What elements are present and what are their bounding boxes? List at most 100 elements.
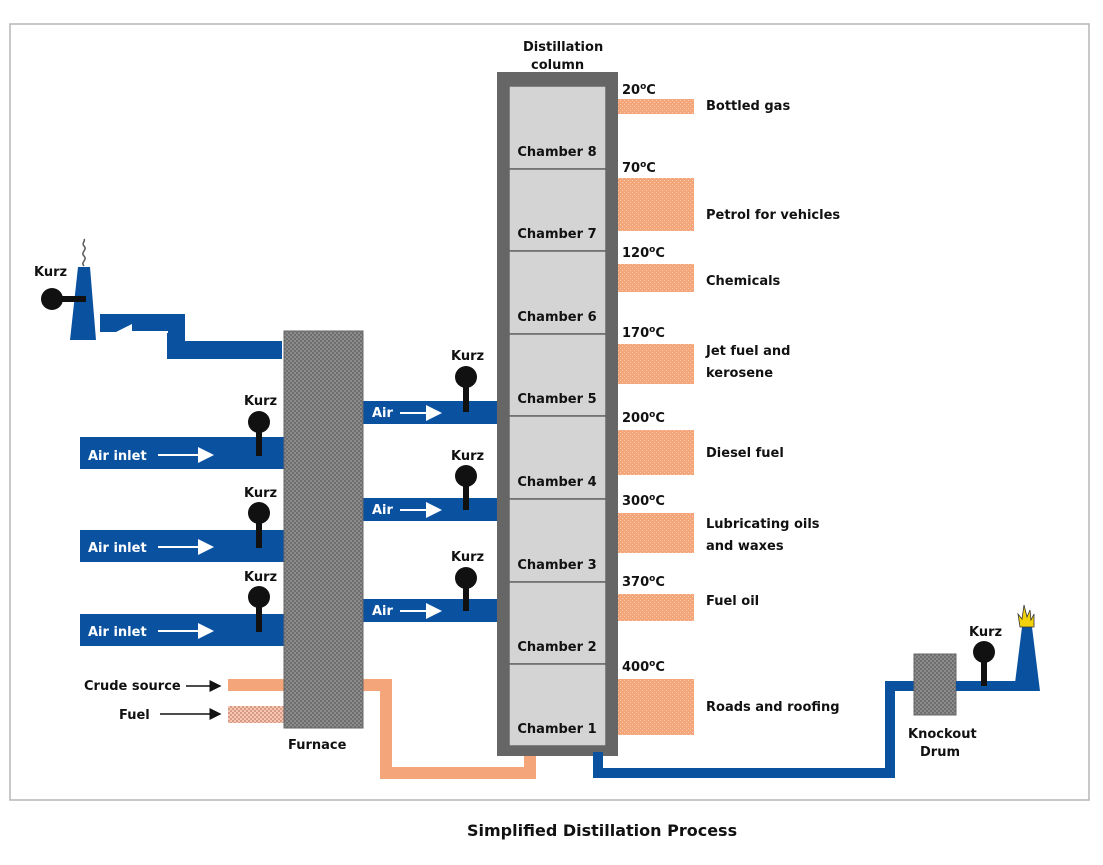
air-inlet-label: Air inlet	[88, 541, 147, 556]
kurz-sensor	[248, 502, 270, 524]
kurz-label: Kurz	[244, 570, 277, 585]
kurz-sensor	[455, 465, 477, 487]
temperature-unit: C	[655, 246, 665, 261]
air-inlets: Air inlet Air inlet Air inlet Kurz Kurz …	[80, 394, 285, 646]
chamber-label: Chamber 4	[517, 475, 596, 490]
exhaust-stack	[70, 267, 96, 340]
temperature-label: 400oC	[622, 659, 665, 675]
temperature-value: 400	[622, 660, 649, 675]
residue-pipe	[593, 681, 914, 778]
product-label: Bottled gas	[706, 99, 790, 114]
temperature-value: 200	[622, 411, 649, 426]
temperature-unit: C	[655, 660, 665, 675]
product-pipe	[618, 264, 694, 292]
product-label: Lubricating oils	[706, 517, 820, 532]
air-label: Air	[372, 604, 394, 619]
furnace-label: Furnace	[288, 738, 347, 753]
temperature-unit: C	[646, 161, 656, 176]
product-label: Fuel oil	[706, 594, 759, 609]
chamber-label: Chamber 5	[517, 392, 596, 407]
air-inlet-pipe	[80, 437, 285, 469]
temperature-value: 70	[622, 161, 640, 176]
column-label-line2: column	[531, 58, 584, 73]
knockout-drum	[913, 653, 957, 716]
temperature-value: 20	[622, 83, 640, 98]
kurz-label: Kurz	[969, 625, 1002, 640]
crude-pipe	[228, 679, 286, 691]
degree-superscript: o	[649, 245, 655, 255]
product-pipe	[618, 513, 694, 553]
temperature-label: 70oC	[622, 160, 656, 176]
kurz-label: Kurz	[244, 394, 277, 409]
product-pipe	[618, 679, 694, 735]
product-label: Petrol for vehicles	[706, 208, 840, 223]
kurz-sensor	[455, 567, 477, 589]
kurz-label: Kurz	[451, 449, 484, 464]
degree-superscript: o	[649, 410, 655, 420]
knockout-label-line2: Drum	[920, 745, 960, 760]
degree-superscript: o	[640, 160, 646, 170]
chamber-5	[508, 333, 607, 417]
kurz-label: Kurz	[451, 550, 484, 565]
chamber-7	[508, 168, 607, 252]
kurz-sensor	[455, 366, 477, 388]
temperature-unit: C	[655, 326, 665, 341]
chamber-6	[508, 250, 607, 335]
temperature-label: 300oC	[622, 493, 665, 509]
kurz-sensor	[41, 288, 63, 310]
product-pipe	[618, 344, 694, 384]
chamber-3	[508, 498, 607, 583]
product-label: Roads and roofing	[706, 700, 840, 715]
feed-inputs: Crude source Fuel	[84, 679, 286, 723]
product-label: and waxes	[706, 539, 784, 554]
chamber-4	[508, 415, 607, 500]
temperature-value: 370	[622, 575, 649, 590]
product-label: Chemicals	[706, 274, 781, 289]
temperature-value: 170	[622, 326, 649, 341]
fuel-pipe	[228, 706, 286, 723]
flare-stack	[1014, 627, 1040, 691]
temperature-value: 120	[622, 246, 649, 261]
temperature-unit: C	[655, 575, 665, 590]
diagram-border	[9, 23, 1090, 801]
kurz-label: Kurz	[244, 486, 277, 501]
chamber-label: Chamber 8	[517, 145, 596, 160]
product-label: kerosene	[706, 366, 773, 381]
temperature-label: 370oC	[622, 574, 665, 590]
chamber-label: Chamber 2	[517, 640, 596, 655]
crude-to-column-pipe	[362, 679, 536, 779]
product-pipe	[618, 178, 694, 231]
product-pipe	[618, 430, 694, 475]
degree-superscript: o	[640, 82, 646, 92]
temperature-label: 20oC	[622, 82, 656, 98]
temperature-unit: C	[655, 494, 665, 509]
product-pipe	[618, 99, 694, 114]
air-label: Air	[372, 503, 394, 518]
crude-source-label: Crude source	[84, 679, 181, 694]
fuel-label: Fuel	[119, 708, 150, 723]
kurz-sensor	[248, 586, 270, 608]
kurz-sensor	[248, 411, 270, 433]
temperature-label: 170oC	[622, 325, 665, 341]
chamber-label: Chamber 6	[517, 310, 596, 325]
chamber-label: Chamber 7	[517, 227, 596, 242]
chambers: Chamber 8 Chamber 7 Chamber 6 Chamber 5 Cham…	[508, 85, 607, 747]
temperature-unit: C	[646, 83, 656, 98]
flame-icon	[1017, 604, 1035, 628]
diagram-title: Simplified Distillation Process	[467, 821, 737, 840]
kurz-label: Kurz	[34, 265, 67, 280]
column-label-line1: Distillation	[523, 40, 603, 55]
kurz-label: Kurz	[451, 349, 484, 364]
degree-superscript: o	[649, 325, 655, 335]
air-inlet-label: Air inlet	[88, 449, 147, 464]
product-label: Diesel fuel	[706, 446, 784, 461]
product-pipe	[618, 594, 694, 621]
product-label: Jet fuel and	[705, 344, 790, 359]
chamber-1	[508, 663, 607, 747]
furnace	[283, 330, 364, 729]
air-label: Air	[372, 406, 394, 421]
smoke-icon	[82, 238, 86, 267]
